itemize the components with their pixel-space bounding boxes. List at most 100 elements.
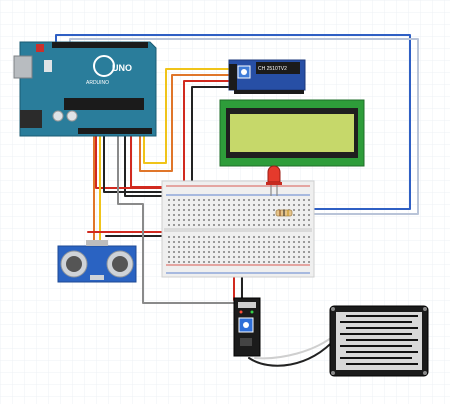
breadboard-hole	[268, 236, 270, 238]
breadboard-hole	[198, 251, 200, 253]
breadboard-hole	[303, 204, 305, 206]
breadboard-hole	[233, 251, 235, 253]
breadboard-hole	[268, 256, 270, 258]
power-jack	[20, 110, 42, 128]
mount-hole	[331, 307, 335, 311]
breadboard-hole	[228, 236, 230, 238]
breadboard-hole	[278, 224, 280, 226]
breadboard-hole	[233, 246, 235, 248]
breadboard-hole	[193, 241, 195, 243]
breadboard-hole	[263, 214, 265, 216]
breadboard-hole	[238, 251, 240, 253]
breadboard-hole	[178, 214, 180, 216]
wire-yellow-i2c	[143, 68, 232, 164]
breadboard-hole	[238, 261, 240, 263]
breadboard-hole	[273, 246, 275, 248]
breadboard-hole	[173, 224, 175, 226]
breadboard-hole	[303, 199, 305, 201]
breadboard-hole	[173, 256, 175, 258]
breadboard-hole	[218, 241, 220, 243]
breadboard-hole	[263, 236, 265, 238]
breadboard-hole	[263, 224, 265, 226]
breadboard	[161, 180, 315, 278]
red-led	[266, 165, 282, 196]
breadboard-hole	[218, 199, 220, 201]
breadboard-hole	[288, 256, 290, 258]
breadboard-hole	[273, 261, 275, 263]
breadboard-hole	[203, 224, 205, 226]
breadboard-hole	[253, 256, 255, 258]
breadboard-hole	[193, 204, 195, 206]
breadboard-hole	[188, 204, 190, 206]
breadboard-hole	[208, 236, 210, 238]
breadboard-hole	[283, 219, 285, 221]
breadboard-hole	[233, 219, 235, 221]
breadboard-hole	[183, 219, 185, 221]
breadboard-hole	[308, 236, 310, 238]
breadboard-hole	[193, 256, 195, 258]
breadboard-hole	[248, 256, 250, 258]
breadboard-hole	[283, 251, 285, 253]
breadboard-hole	[198, 199, 200, 201]
breadboard-hole	[183, 251, 185, 253]
breadboard-hole	[278, 199, 280, 201]
mount-hole	[331, 371, 335, 375]
transmitter-mesh	[66, 256, 82, 272]
breadboard-hole	[243, 224, 245, 226]
breadboard-hole	[183, 224, 185, 226]
breadboard-hole	[173, 251, 175, 253]
breadboard-hole	[188, 224, 190, 226]
breadboard-hole	[173, 214, 175, 216]
breadboard-hole	[293, 251, 295, 253]
breadboard-hole	[288, 251, 290, 253]
breadboard-hole	[308, 241, 310, 243]
breadboard-hole	[233, 224, 235, 226]
breadboard-hole	[288, 224, 290, 226]
breadboard-hole	[213, 261, 215, 263]
breadboard-hole	[298, 241, 300, 243]
breadboard-hole	[228, 209, 230, 211]
breadboard-hole	[168, 224, 170, 226]
breadboard-hole	[188, 246, 190, 248]
breadboard-hole	[308, 261, 310, 263]
mount-hole	[423, 371, 427, 375]
breadboard-hole	[258, 236, 260, 238]
breadboard-hole	[228, 204, 230, 206]
breadboard-hole	[308, 251, 310, 253]
breadboard-hole	[278, 251, 280, 253]
breadboard-hole	[188, 251, 190, 253]
breadboard-hole	[273, 209, 275, 211]
breadboard-hole	[308, 246, 310, 248]
breadboard-hole	[263, 209, 265, 211]
breadboard-hole	[233, 236, 235, 238]
breadboard-hole	[223, 246, 225, 248]
breadboard-hole	[298, 256, 300, 258]
breadboard-hole	[173, 241, 175, 243]
breadboard-hole	[263, 256, 265, 258]
breadboard-hole	[183, 209, 185, 211]
breadboard-hole	[183, 199, 185, 201]
breadboard-hole	[303, 251, 305, 253]
breadboard-hole	[258, 199, 260, 201]
breadboard-hole	[268, 261, 270, 263]
breadboard-hole	[238, 209, 240, 211]
breadboard-hole	[208, 199, 210, 201]
breadboard-hole	[288, 219, 290, 221]
breadboard-hole	[198, 246, 200, 248]
breadboard-hole	[308, 204, 310, 206]
breadboard-hole	[293, 261, 295, 263]
breadboard-hole	[168, 204, 170, 206]
ultrasonic-sensor	[57, 240, 137, 283]
breadboard-hole	[278, 256, 280, 258]
breadboard-hole	[298, 251, 300, 253]
breadboard-hole	[208, 219, 210, 221]
breadboard-hole	[273, 219, 275, 221]
i2c-backpack: CH 2510TV2	[228, 59, 306, 94]
breadboard-hole	[293, 199, 295, 201]
usb-port	[13, 55, 33, 79]
breadboard-hole	[298, 224, 300, 226]
breadboard-hole	[243, 204, 245, 206]
breadboard-hole	[283, 204, 285, 206]
breadboard-hole	[253, 251, 255, 253]
